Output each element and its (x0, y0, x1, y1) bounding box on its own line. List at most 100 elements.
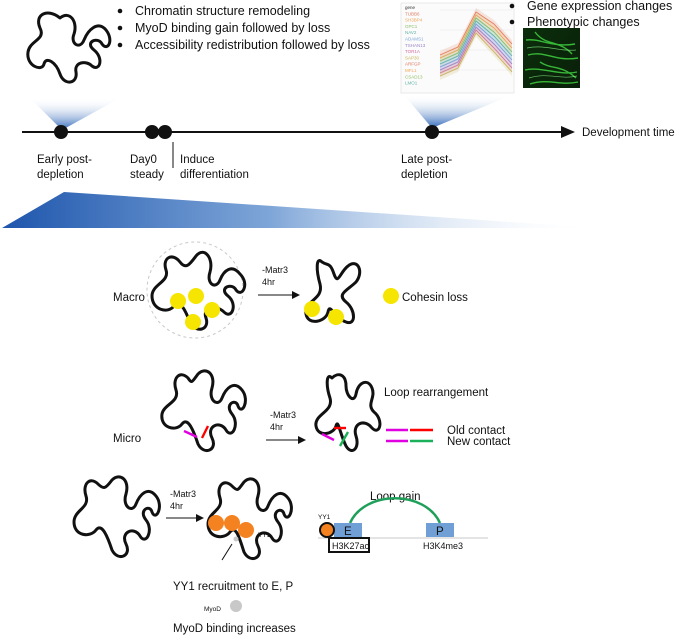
label-micro: Micro (113, 433, 141, 445)
thumb-line (439, 26, 513, 71)
top-bullet-list: Chromatin structure remodeling MyoD bind… (117, 4, 370, 52)
bullet-accessibility: Accessibility redistribution followed by… (135, 38, 370, 52)
thumb-legend-entry: SAP30 (405, 55, 420, 60)
title-loop-rearrangement: Loop rearrangement (384, 387, 489, 399)
cohesin-dot (170, 293, 186, 309)
thumb-line (439, 23, 513, 68)
myod-label: MyoD (204, 606, 221, 613)
thumb-line (439, 14, 513, 59)
myod-dot (230, 600, 242, 612)
thumb-legend-entry: SH3BP4 (405, 18, 423, 23)
thumb-legend-entry: ARFGP (405, 62, 421, 67)
label-induce-2: differentiation (180, 169, 249, 181)
micro-arrowhead (298, 436, 306, 444)
bullet-dot (509, 3, 515, 9)
label-induce-1: Induce (180, 154, 215, 166)
h3k27ac-label: H3K27ac (332, 541, 370, 551)
enhancer-label: E (344, 526, 352, 538)
row-macro: Macro -Matr3 4hr Cohesin loss (113, 241, 468, 339)
legend-cohesin-loss: Cohesin loss (402, 292, 468, 304)
myod-small-dot (233, 536, 239, 542)
bullet-chromatin: Chromatin structure remodeling (135, 4, 310, 18)
label-early-1: Early post- (37, 154, 92, 166)
new-contact-green (338, 431, 350, 447)
thumb-line (439, 17, 513, 62)
bullet-dot (117, 42, 123, 48)
wedge-expansion (2, 192, 600, 228)
h3k27ac-box (328, 537, 370, 553)
bullet-dot (509, 19, 515, 25)
loop-treatment-2: 4hr (170, 501, 183, 511)
timepoint-late (425, 125, 439, 139)
thumb-legend-entry: TSHAN13 (405, 43, 426, 48)
yy1-dot (224, 515, 240, 531)
chromatin-blob-macro-after (304, 259, 362, 325)
chromatin-blob-macro-before (150, 250, 247, 331)
thumb-legend-entry: NAV2 (405, 30, 417, 35)
yy1-enhancer-dot (319, 522, 335, 538)
cohesin-dot (204, 302, 220, 318)
chromatin-blob-micro-before (160, 369, 247, 453)
thumb-legend-entry: GPC1 (405, 24, 418, 29)
label-macro: Macro (113, 292, 145, 304)
thumb-line (439, 32, 513, 77)
cohesin-dot (328, 309, 344, 325)
cohesin-dot (185, 314, 201, 330)
thumb-line (439, 20, 513, 65)
macro-arrowhead (292, 291, 300, 299)
bullet-dot (117, 8, 123, 14)
bullet-gene-expression: Gene expression changes (527, 0, 672, 13)
phenotype-image (523, 28, 580, 88)
caption-yy1-recruitment: YY1 recruitment to E, P (173, 581, 293, 593)
timepoint-induce (158, 125, 172, 139)
row-micro: Micro -Matr3 4hr Loop rearrangement Old … (113, 369, 511, 453)
legend-old-contact: Old contact (447, 425, 506, 437)
thumb-legend-entry: MFL1 (405, 68, 417, 73)
myod-pointer (221, 543, 233, 561)
promoter-label: P (436, 526, 444, 538)
enhancer-box (334, 523, 362, 537)
legend-new-contact: New contact (447, 436, 511, 448)
promoter-box (426, 523, 454, 537)
thumb-legend-entry: TUBB6 (405, 11, 420, 16)
row-loop-gain: -Matr3 4hr YY1 YY1 recruitment to E, P M… (72, 475, 488, 635)
timeline-arrowhead (561, 126, 575, 138)
new-contact-magenta (321, 432, 335, 442)
thumb-line (439, 29, 513, 74)
thumb-legend-entry: CSAD13 (405, 74, 423, 79)
label-day0-1: Day0 (130, 154, 157, 166)
bullet-myod: MyoD binding gain followed by loss (135, 21, 330, 35)
loop-arc (348, 497, 442, 524)
yy1-label-blob: YY1 (258, 532, 271, 539)
bullet-dot (117, 25, 123, 31)
cohesin-dot (188, 288, 204, 304)
old-contact-red (200, 425, 210, 439)
yy1-dot (208, 515, 224, 531)
chromatin-blob-top (26, 11, 112, 84)
thumb-legend-entry: ADAMS1 (405, 37, 424, 42)
thumb-lines (439, 8, 513, 80)
thumb-legend-entry: LMO1 (405, 81, 418, 86)
cohesin-dot (304, 301, 320, 317)
expression-plot-thumbnail: geneTUBB6SH3BP4GPC1NAV2ADAMS1TSHAN13TOR1… (400, 2, 515, 94)
timepoint-day0 (145, 125, 159, 139)
timeline: Development time Early post- depletion D… (22, 125, 675, 181)
cohesin-legend-dot (383, 288, 399, 304)
thumb-legend-entry: gene (405, 5, 416, 10)
label-late-2: depletion (401, 169, 448, 181)
chromatin-blob-loop-after (206, 477, 293, 561)
wedge-late (404, 95, 512, 128)
thumb-line (439, 11, 513, 56)
macro-treatment-2: 4hr (262, 277, 275, 287)
label-early-2: depletion (37, 169, 84, 181)
old-contact-magenta (183, 429, 198, 439)
bullet-phenotypic: Phenotypic changes (527, 15, 640, 29)
yy1-label-schematic: YY1 (318, 514, 331, 521)
micro-treatment-2: 4hr (270, 422, 283, 432)
label-late-1: Late post- (401, 154, 452, 166)
label-day0-2: steady (130, 169, 164, 181)
chromatin-blob-loop-before (72, 475, 161, 559)
caption-myod-increases: MyoD binding increases (173, 623, 296, 635)
right-bullet-list: Gene expression changes Phenotypic chang… (509, 0, 672, 29)
thumb-legend-entry: TOR1A (405, 49, 420, 54)
